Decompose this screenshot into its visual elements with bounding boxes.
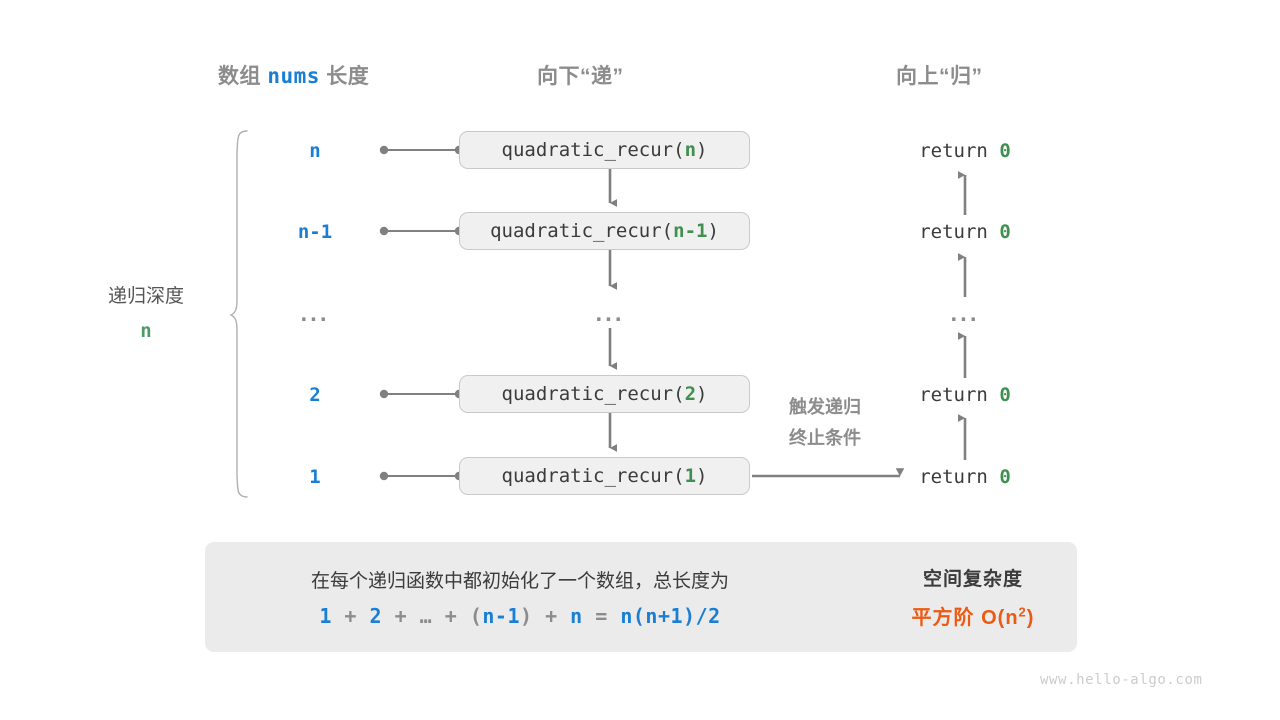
summary-description: 在每个递归函数中都初始化了一个数组，总长度为 — [310, 571, 729, 592]
return-value-3: 0 — [999, 384, 1011, 406]
call-arg-0: n — [684, 139, 697, 161]
header-array-prefix: 数组 — [218, 65, 268, 88]
formula-term-4: n-1 — [482, 604, 520, 628]
call-box-row-4[interactable]: quadratic_recur(1) — [459, 457, 750, 495]
array-length-row-2-ellipsis: ... — [300, 300, 330, 327]
summary-result-block: 空间复杂度 平方阶 O(n2) — [885, 564, 1077, 630]
array-length-row-1: n-1 — [297, 221, 333, 243]
space-complexity-value: 平方阶 O(n2) — [885, 601, 1061, 630]
header-array-code: nums — [267, 64, 320, 88]
formula-op-2: + — [382, 604, 420, 628]
return-row-4: return 0 — [865, 468, 1065, 487]
return-keyword-3: return — [919, 384, 1000, 406]
formula-term-6: n(n+1)/2 — [620, 604, 721, 628]
call-box-row-3[interactable]: quadratic_recur(2) — [459, 375, 750, 413]
formula-term-3: … — [419, 604, 433, 628]
call-name-1: quadratic_recur( — [490, 220, 674, 242]
call-arg-3: 2 — [684, 383, 697, 405]
return-value-0: 0 — [999, 140, 1011, 162]
return-keyword-1: return — [919, 221, 1000, 243]
call-box-row-0[interactable]: quadratic_recur(n) — [459, 131, 750, 169]
formula-rparen: ) — [520, 604, 533, 628]
summary-description-block: 在每个递归函数中都初始化了一个数组，总长度为 1 + 2 + … + (n-1)… — [205, 566, 805, 628]
depth-brace — [229, 130, 248, 498]
call-close-0: ) — [696, 139, 708, 161]
call-arg-4: 1 — [684, 465, 697, 487]
formula-term-2: 2 — [369, 604, 383, 628]
call-close-1: ) — [707, 220, 719, 242]
header-return-up: 向上“归” — [896, 65, 983, 88]
formula-op-4: + — [532, 604, 571, 628]
formula-term-5: n — [570, 604, 583, 628]
summary-formula: 1 + 2 + … + (n-1) + n = n(n+1)/2 — [235, 604, 805, 628]
return-keyword-0: return — [919, 140, 1000, 162]
array-length-row-3: 2 — [309, 384, 321, 406]
return-row-3: return 0 — [865, 386, 1065, 405]
complexity-close: ) — [1026, 607, 1035, 629]
recursion-depth-label: 递归深度 n — [88, 280, 204, 348]
header-array-length: 数组 nums 长度 — [218, 60, 369, 90]
formula-op-1: + — [331, 604, 370, 628]
summary-panel: 在每个递归函数中都初始化了一个数组，总长度为 1 + 2 + … + (n-1)… — [205, 542, 1077, 652]
return-row-0: return 0 — [865, 142, 1065, 161]
return-value-4: 0 — [999, 466, 1011, 488]
complexity-exponent: 2 — [1018, 604, 1027, 620]
header-recurse-down: 向下“递” — [537, 65, 624, 88]
array-length-row-4: 1 — [309, 466, 321, 488]
call-arg-1: n-1 — [673, 220, 708, 242]
termination-note-line2: 终止条件 — [789, 428, 861, 448]
row-connectors — [379, 145, 464, 481]
call-box-row-1[interactable]: quadratic_recur(n-1) — [459, 212, 750, 250]
return-value-1: 0 — [999, 221, 1011, 243]
space-complexity-title: 空间复杂度 — [922, 569, 1023, 590]
header-array-suffix: 长度 — [319, 65, 370, 88]
recursion-depth-text: 递归深度 — [107, 286, 184, 307]
return-keyword-4: return — [919, 466, 1000, 488]
call-box-row-2-ellipsis: ... — [595, 300, 625, 327]
complexity-bigo: O(n — [981, 607, 1019, 629]
call-close-3: ) — [696, 383, 708, 405]
termination-note-line1: 触发递归 — [789, 397, 861, 417]
termination-note: 触发递归 终止条件 — [760, 392, 890, 454]
call-close-4: ) — [696, 465, 708, 487]
formula-lparen: ( — [469, 604, 483, 628]
call-name-4: quadratic_recur( — [501, 465, 685, 487]
array-length-row-0: n — [309, 140, 321, 162]
call-name-3: quadratic_recur( — [501, 383, 685, 405]
recursion-depth-value: n — [140, 320, 152, 342]
formula-op-3: + — [432, 604, 470, 628]
formula-equals: = — [582, 604, 621, 628]
return-row-2-ellipsis: ... — [950, 300, 980, 327]
call-name-0: quadratic_recur( — [501, 139, 685, 161]
formula-term-1: 1 — [319, 604, 332, 628]
watermark: www.hello-algo.com — [1040, 672, 1203, 688]
complexity-prefix: 平方阶 — [911, 607, 982, 629]
return-row-1: return 0 — [865, 223, 1065, 242]
